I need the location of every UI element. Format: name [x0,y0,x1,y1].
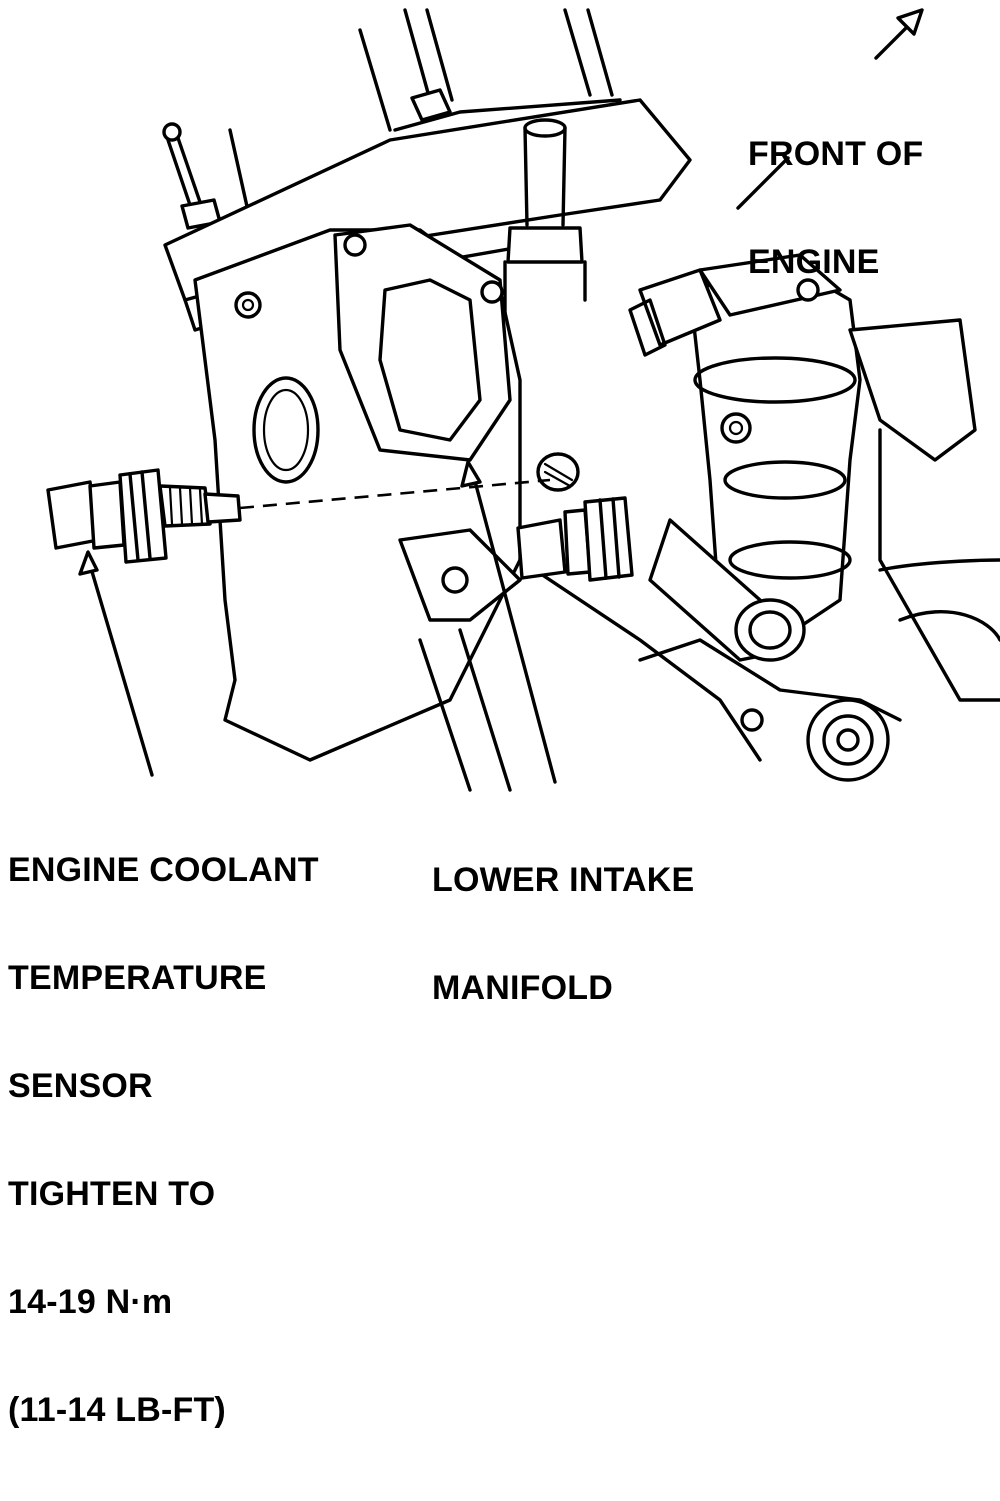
coolant-sensor-label: ENGINE COOLANT TEMPERATURE SENSOR TIGHTE… [8,780,319,1500]
manifold-label-line-1: LOWER INTAKE [432,861,695,899]
sensor-label-line-5: 14-19 N·m [8,1283,173,1321]
sensor-label-line-3: SENSOR [8,1067,153,1105]
sensor-label-line-4: TIGHTEN TO [8,1175,216,1213]
manifold-label-line-2: MANIFOLD [432,969,614,1007]
leader-lines [78,156,790,784]
background-rods [228,8,614,222]
electrical-connector [628,253,842,357]
front-of-engine-label: FRONT OF ENGINE [748,64,923,352]
arrow-up-right-icon [874,8,924,60]
sensor-label-line-2: TEMPERATURE [8,959,267,997]
installed-sensor [516,452,634,582]
coolant-outlet-housing [688,263,862,642]
stud-bolt [162,122,222,230]
install-path [239,478,551,510]
hose-fitting [648,518,806,662]
front-of-engine-line-2: ENGINE [748,243,880,281]
lower-bracket [398,528,762,792]
sensor-label-line-1: ENGINE COOLANT [8,851,319,889]
removed-sensor [46,468,242,564]
right-bracket [638,318,1000,782]
manifold-opening [333,223,512,462]
lower-intake-manifold-label: LOWER INTAKE MANIFOLD [432,790,694,1078]
sensor-label-line-6: (11-14 LB-FT) [8,1391,226,1429]
diagram-canvas: FRONT OF ENGINE ENGINE COOLANT TEMPERATU… [8,8,1000,1428]
front-of-engine-line-1: FRONT OF [748,135,924,173]
engine-illustration [46,8,1000,792]
